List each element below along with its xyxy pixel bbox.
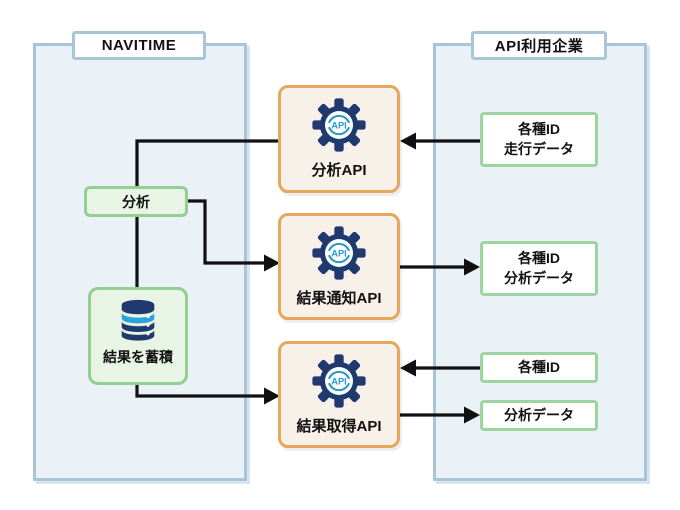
- notify-api-label: 結果通知API: [296, 290, 382, 307]
- api-gear-text: API: [331, 121, 347, 131]
- arrowhead-to-analysisapi: [400, 132, 416, 150]
- api-gear-icon: API: [312, 354, 366, 408]
- get-api-label: 結果取得API: [296, 418, 382, 435]
- navitime-container: [33, 43, 247, 481]
- input-box-line2: 走行データ: [504, 140, 574, 157]
- api-gear-icon: API: [312, 98, 366, 152]
- storage-box-label: 結果を蓄積: [103, 349, 173, 365]
- api-gear-icon: API: [312, 226, 366, 280]
- result-analysis-data-box: 分析データ: [480, 400, 598, 431]
- request-id-box: 各種ID: [480, 352, 598, 383]
- notify-api-box: API 結果通知API: [278, 213, 400, 320]
- storage-box: 結果を蓄積: [88, 287, 188, 385]
- output-box-line2: 分析データ: [504, 269, 574, 286]
- database-icon: [121, 299, 155, 341]
- request-id-label: 各種ID: [518, 358, 560, 375]
- input-box-line1: 各種ID: [518, 120, 560, 137]
- analysis-api-box: API 分析API: [278, 85, 400, 193]
- api-partner-label: API利用企業: [471, 31, 607, 60]
- analysis-box-label: 分析: [122, 193, 150, 210]
- analysis-api-label: 分析API: [311, 162, 367, 179]
- navitime-label: NAVITIME: [72, 31, 206, 60]
- result-data-label: 分析データ: [504, 406, 574, 423]
- api-gear-text: API: [331, 249, 347, 259]
- input-id-driving-data-box: 各種ID 走行データ: [480, 112, 598, 167]
- output-id-analysis-data-box: 各種ID 分析データ: [480, 241, 598, 296]
- arrowhead-id-to-getapi: [400, 359, 416, 377]
- get-api-box: API 結果取得API: [278, 341, 400, 448]
- api-gear-text: API: [331, 377, 347, 387]
- output-box-line1: 各種ID: [518, 249, 560, 266]
- analysis-box: 分析: [84, 186, 188, 217]
